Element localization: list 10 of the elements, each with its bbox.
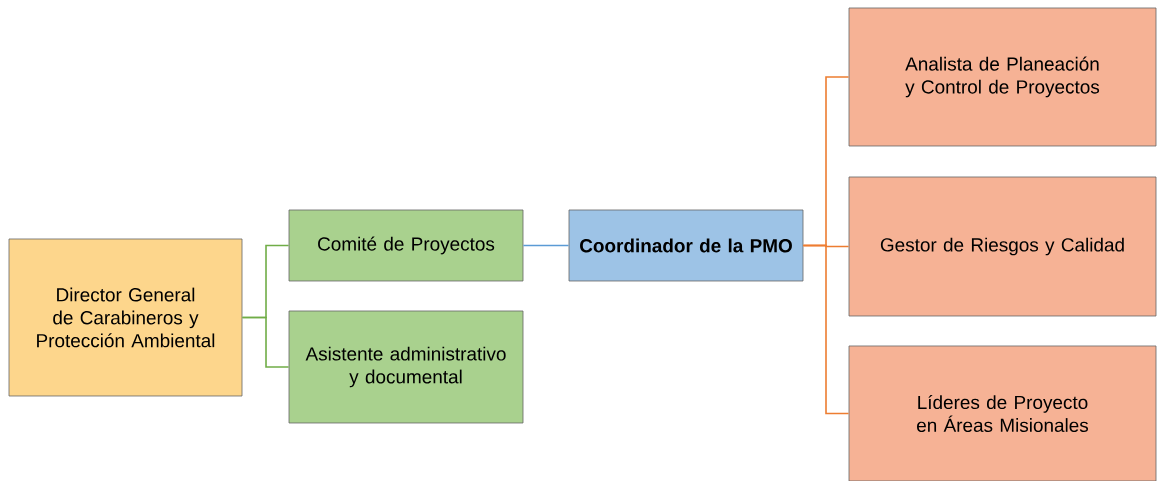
org-box: Líderes de Proyecto en Áreas Misionales — [848, 345, 1157, 481]
org-box: Gestor de Riesgos y Calidad — [848, 176, 1157, 317]
connector-line — [522, 244, 570, 247]
org-box: Comité de Proyectos — [288, 209, 524, 282]
org-box: Analista de Planeación y Control de Proyectos — [848, 7, 1157, 147]
org-box: Coordinador de la PMO — [568, 209, 804, 282]
connector-line — [802, 244, 850, 415]
connector-line — [241, 316, 290, 368]
org-box: Director General de Carabineros y Protección Ambiental — [8, 238, 243, 397]
org-box: Asistente administrativo y documental — [288, 310, 524, 424]
